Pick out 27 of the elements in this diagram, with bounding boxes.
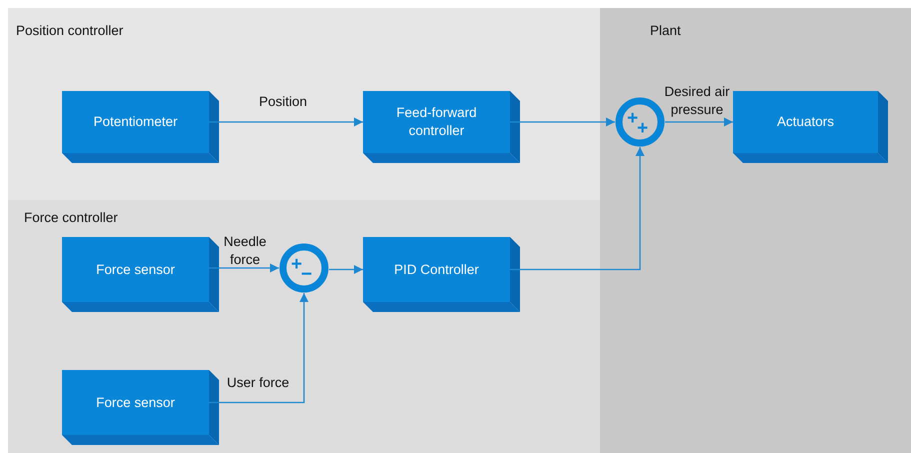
block-label: Feed-forward controller: [395, 104, 478, 140]
region-panel: [8, 8, 600, 200]
block-label: Potentiometer: [93, 113, 178, 131]
region-title: Position controller: [16, 23, 124, 38]
sign-symbol: +: [627, 109, 638, 128]
block-label: Force sensor: [96, 394, 175, 412]
edge-label: Position: [258, 93, 308, 111]
arrow: [510, 118, 615, 126]
region-title: Force controller: [24, 210, 118, 225]
block-label: Force sensor: [96, 260, 175, 278]
edge-label: Desired air pressure: [663, 83, 731, 118]
region-panel: [8, 200, 600, 453]
arrow: [209, 264, 279, 272]
sign-symbol: +: [291, 255, 302, 274]
edge-label: Needle force: [222, 233, 268, 268]
sign-symbol: −: [301, 265, 312, 284]
arrow: [510, 147, 644, 270]
arrow: [665, 118, 733, 126]
region-panel: [600, 8, 911, 453]
edge-label: User force: [226, 374, 290, 392]
arrow: [329, 265, 363, 274]
arrow: [209, 293, 308, 404]
block-label: PID Controller: [394, 260, 479, 278]
arrow: [209, 118, 363, 126]
block-label: Actuators: [776, 113, 834, 131]
region-title: Plant: [650, 23, 681, 38]
sign-symbol: +: [637, 119, 648, 138]
